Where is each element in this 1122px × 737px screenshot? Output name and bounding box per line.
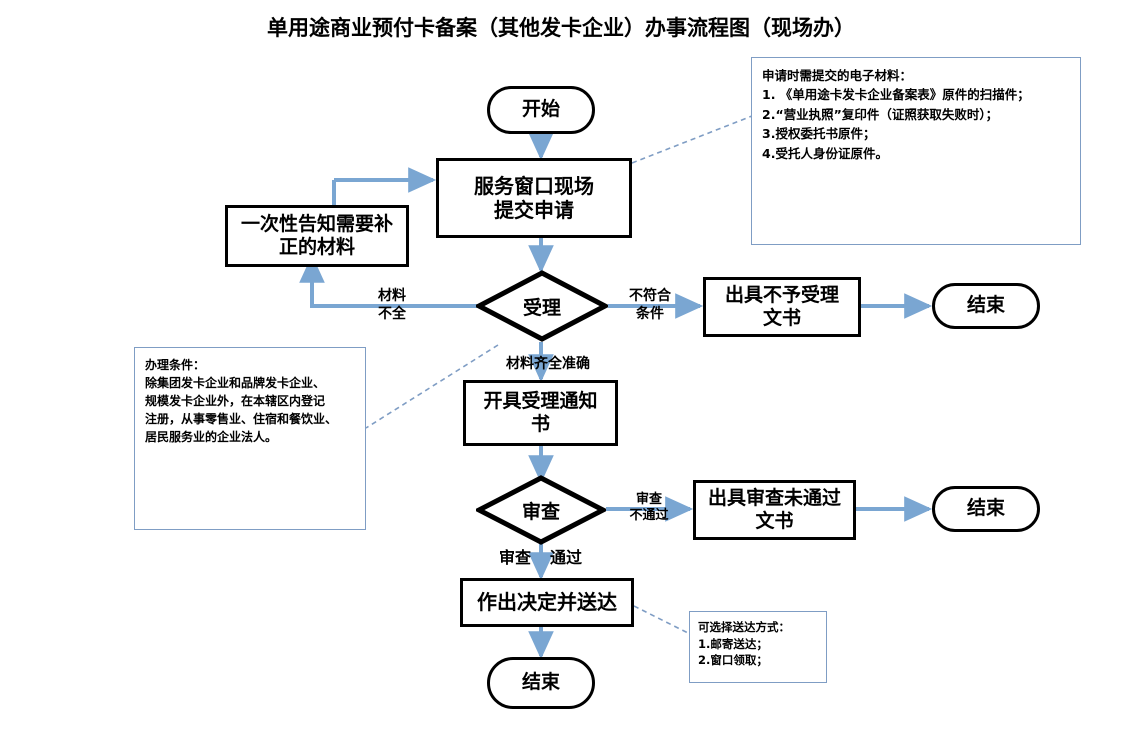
node-end-review-fail[interactable]: 结束 — [932, 486, 1040, 532]
note-processing-conditions: 办理条件： 除集团发卡企业和品牌发卡企业、 规模发卡企业外，在本辖区内登记 注册… — [134, 347, 366, 530]
note-processing-conditions-head: 办理条件： — [145, 358, 206, 372]
node-review-fail-document[interactable]: 出具审查未通过 文书 — [693, 480, 856, 540]
note-delivery-methods-head: 可选择送达方式： — [698, 620, 790, 634]
note-required-materials: 申请时需提交的电子材料： 1. 《单用途卡发卡企业备案表》原件的扫描件； 2.“… — [751, 57, 1081, 245]
note-required-materials-line-1: 1. 《单用途卡发卡企业备案表》原件的扫描件； — [762, 87, 1030, 103]
leader-decide-to-delivery-note — [633, 605, 691, 635]
note-required-materials-line-4: 4.受托人身份证原件。 — [762, 145, 888, 161]
node-end-final[interactable]: 结束 — [487, 657, 595, 709]
note-delivery-methods-line-2: 2.窗口领取； — [698, 653, 768, 668]
node-decide-and-deliver[interactable]: 作出决定并送达 — [460, 578, 634, 627]
edge-label-review-passed: 通过 — [550, 548, 583, 567]
node-accept-decision-label: 受理 — [522, 296, 561, 319]
node-acceptance-notice[interactable]: 开具受理通知 书 — [463, 380, 618, 446]
leader-submit-to-materials-note — [631, 115, 753, 164]
node-notify-supplement[interactable]: 一次性告知需要补 正的材料 — [225, 205, 409, 267]
note-processing-conditions-line-2: 规模发卡企业外，在本辖区内登记 — [145, 394, 326, 408]
edge-label-review-not-passed: 审查 不通过 — [629, 492, 669, 524]
node-submit-application[interactable]: 服务窗口现场 提交申请 — [436, 158, 632, 238]
page-title: 单用途商业预付卡备案（其他发卡企业）办事流程图（现场办） — [267, 16, 855, 40]
note-processing-conditions-line-4: 居民服务业的企业法人。 — [145, 430, 278, 444]
node-review-decision-label: 审查 — [521, 500, 560, 523]
note-processing-conditions-line-3: 注册，从事零售业、住宿和餐饮业、 — [145, 412, 338, 426]
node-reject-document[interactable]: 出具不予受理 文书 — [703, 277, 861, 337]
edge-label-review: 审查 — [498, 548, 531, 567]
note-delivery-methods-line-1: 1.邮寄送达； — [698, 636, 768, 651]
node-review-decision[interactable]: 审查 — [476, 475, 606, 545]
edge-label-materials-incomplete: 材料 不全 — [378, 288, 406, 322]
note-processing-conditions-line-1: 除集团发卡企业和品牌发卡企业、 — [145, 376, 326, 390]
edge-label-not-meeting-conditions: 不符合 条件 — [629, 288, 671, 322]
node-start[interactable]: 开始 — [487, 86, 595, 134]
node-end-reject[interactable]: 结束 — [932, 283, 1040, 329]
note-required-materials-head: 申请时需提交的电子材料： — [762, 68, 913, 83]
node-accept-decision[interactable]: 受理 — [476, 270, 608, 342]
edge-label-materials-complete: 材料齐全准确 — [506, 356, 590, 372]
note-delivery-methods: 可选择送达方式： 1.邮寄送达； 2.窗口领取； — [689, 611, 827, 683]
note-required-materials-line-3: 3.授权委托书原件； — [762, 126, 876, 142]
note-required-materials-line-2: 2.“营业执照”复印件（证照获取失败时）； — [762, 106, 999, 122]
